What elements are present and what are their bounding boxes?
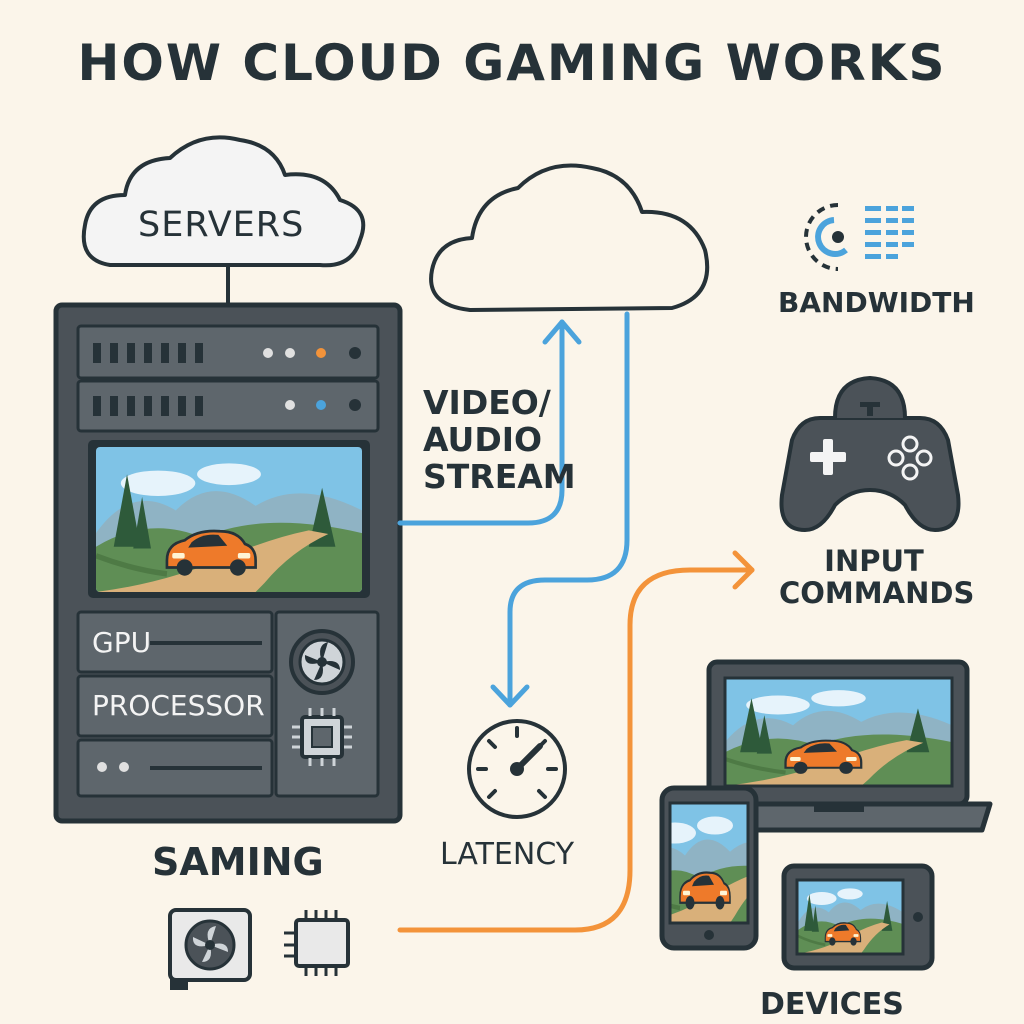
page-title: HOW CLOUD GAMING WORKS [77, 34, 947, 92]
gauge-icon [467, 719, 567, 819]
gaming-label: SAMING [152, 840, 324, 884]
video-audio-stream-label: VIDEO/ AUDIO STREAM [423, 383, 576, 496]
input-commands-arrow [397, 550, 755, 933]
wifi-signal-icon [804, 203, 914, 271]
input-commands-label: INPUT COMMANDS [779, 544, 975, 611]
video-stream-arrow [397, 319, 582, 526]
laptop-icon [687, 659, 993, 833]
chip-icon [292, 708, 352, 766]
middle-cloud-icon [429, 163, 710, 312]
server-rack-icon [53, 302, 403, 824]
game-screen [96, 447, 362, 592]
servers-cloud-icon [81, 135, 366, 268]
bandwidth-label: BANDWIDTH [778, 286, 975, 319]
processor-label: PROCESSOR [92, 689, 265, 722]
servers-label: SERVERS [138, 205, 305, 245]
gamepad-icon [779, 375, 961, 532]
latency-arrow [490, 311, 630, 708]
tablet-icon [781, 863, 935, 971]
gpu-label: GPU [92, 626, 152, 659]
phone-icon [659, 785, 759, 951]
fan-icon [289, 629, 355, 695]
graphics-card-icon [168, 908, 252, 990]
devices-label: DEVICES [760, 987, 904, 1022]
processor-chip-icon [284, 910, 350, 976]
latency-label: LATENCY [440, 837, 575, 872]
